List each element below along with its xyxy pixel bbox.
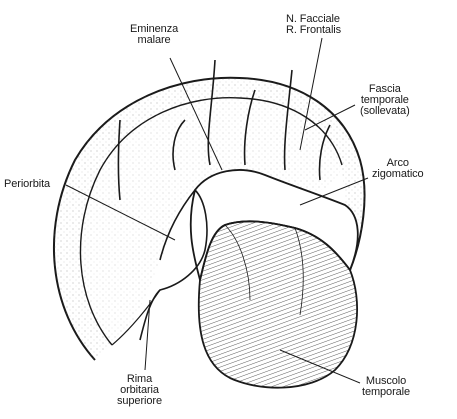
label-eminenza-malare: Eminenza malare [130, 24, 178, 46]
label-fascia-temporale: Fascia temporale (sollevata) [360, 84, 410, 117]
label-arco-zigomatico: Arco zigomatico [372, 158, 424, 180]
label-muscolo-temporale: Muscolo temporale [362, 376, 410, 398]
label-periorbita: Periorbita [4, 179, 50, 190]
label-nervo-facciale: N. Facciale R. Frontalis [286, 14, 341, 36]
label-rima-orbitaria: Rima orbitaria superiore [117, 374, 162, 407]
